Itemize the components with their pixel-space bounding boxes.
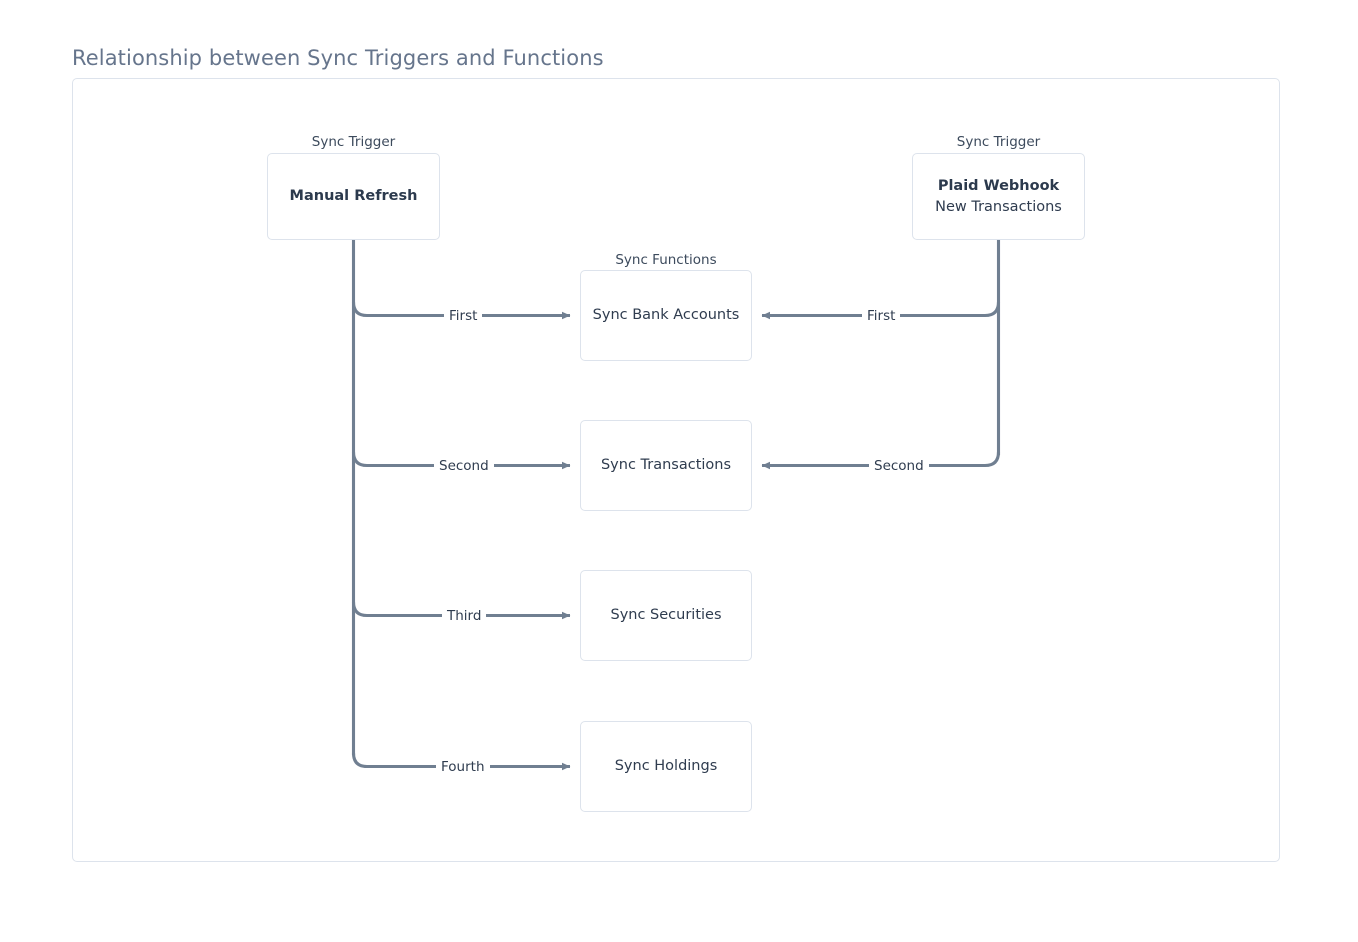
node-sync-holdings-label: Sync Holdings (614, 758, 718, 774)
node-manual-refresh[interactable]: Manual Refresh (267, 153, 440, 240)
group-label-sync-trigger-right: Sync Trigger (956, 134, 1041, 150)
edge-label-left-fourth: Fourth (436, 759, 490, 775)
node-plaid-webhook-label: Plaid Webhook (937, 177, 1060, 194)
edge-label-right-first: First (862, 308, 901, 324)
edge-label-right-second: Second (869, 458, 929, 474)
group-label-sync-trigger-left: Sync Trigger (311, 134, 396, 150)
node-plaid-webhook-sublabel: New Transactions (935, 198, 1062, 215)
node-sync-bank-accounts-label: Sync Bank Accounts (592, 307, 740, 323)
node-sync-transactions[interactable]: Sync Transactions (580, 420, 752, 511)
node-sync-holdings[interactable]: Sync Holdings (580, 721, 752, 812)
edge-label-left-second: Second (434, 458, 494, 474)
node-sync-transactions-label: Sync Transactions (600, 457, 732, 473)
node-sync-securities-label: Sync Securities (610, 607, 722, 623)
page-title: Relationship between Sync Triggers and F… (72, 46, 604, 70)
edge-label-left-third: Third (442, 608, 487, 624)
node-sync-bank-accounts[interactable]: Sync Bank Accounts (580, 270, 752, 361)
node-plaid-webhook[interactable]: Plaid Webhook New Transactions (912, 153, 1085, 240)
edge-label-left-first: First (444, 308, 483, 324)
group-label-sync-functions: Sync Functions (615, 252, 717, 268)
node-sync-securities[interactable]: Sync Securities (580, 570, 752, 661)
node-manual-refresh-label: Manual Refresh (289, 188, 418, 204)
